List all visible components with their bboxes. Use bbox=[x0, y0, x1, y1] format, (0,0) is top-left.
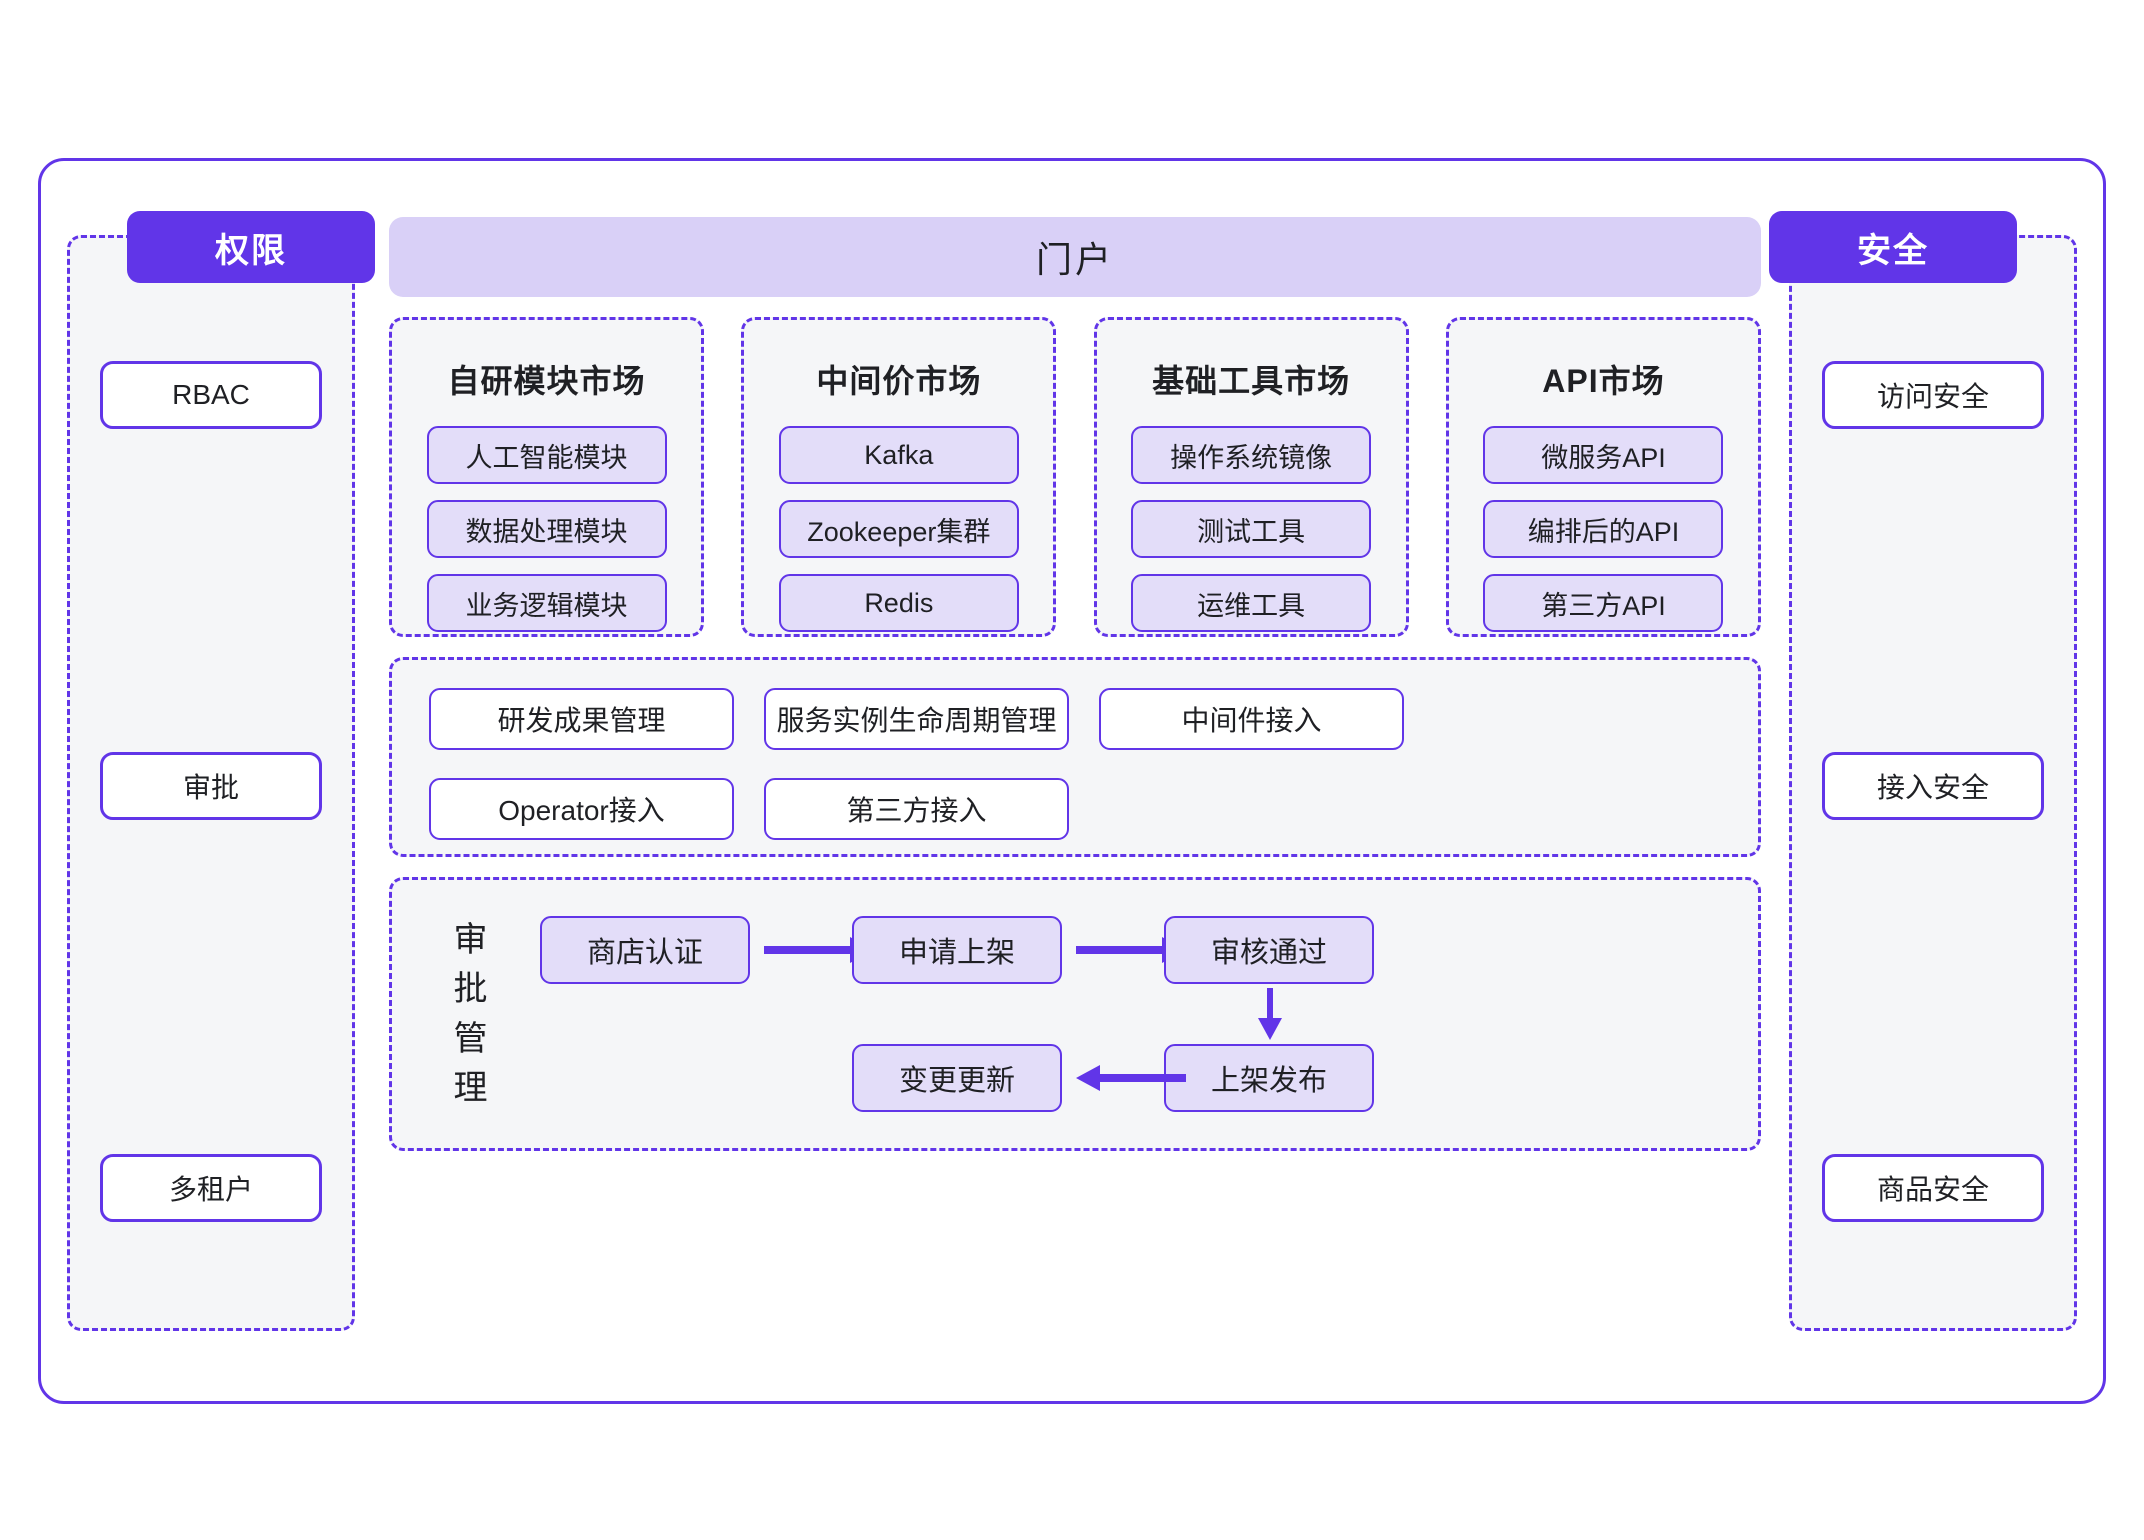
security-column-tab-label: 安全 bbox=[1857, 231, 1929, 270]
security-item-access[interactable]: 访问安全 bbox=[1822, 361, 2044, 429]
market-item[interactable]: 业务逻辑模块 bbox=[426, 574, 667, 632]
market-item[interactable]: 数据处理模块 bbox=[426, 500, 667, 558]
flow-node-change-update[interactable]: 变更更新 bbox=[852, 1044, 1062, 1112]
market-panel-self-developed: 自研模块市场 人工智能模块 数据处理模块 业务逻辑模块 bbox=[389, 317, 704, 637]
market-item-list: 操作系统镜像 测试工具 运维工具 bbox=[1097, 426, 1406, 632]
permission-item-multi-tenant-label: 多租户 bbox=[168, 1174, 253, 1205]
market-item[interactable]: 编排后的API bbox=[1483, 500, 1724, 558]
market-title: 中间价市场 bbox=[816, 363, 982, 399]
market-panel-api: API市场 微服务API 编排后的API 第三方API bbox=[1445, 317, 1761, 637]
flow-node-apply-listing[interactable]: 申请上架 bbox=[852, 916, 1062, 984]
market-item-list: 微服务API 编排后的API 第三方API bbox=[1449, 426, 1758, 632]
permission-item-rbac-label: RBAC bbox=[172, 379, 250, 410]
market-item[interactable]: Zookeeper集群 bbox=[778, 500, 1019, 558]
arrow-shaft bbox=[1076, 946, 1164, 954]
arrow-shaft bbox=[1267, 988, 1273, 1020]
capability-item-operator-onboarding[interactable]: Operator接入 bbox=[429, 778, 734, 840]
capability-item-rnd-asset-management[interactable]: 研发成果管理 bbox=[429, 688, 734, 750]
market-item[interactable]: 人工智能模块 bbox=[426, 426, 667, 484]
market-item[interactable]: 微服务API bbox=[1483, 426, 1724, 484]
permission-column-tab-label: 权限 bbox=[215, 231, 287, 270]
capability-item-middleware-onboarding[interactable]: 中间件接入 bbox=[1099, 688, 1404, 750]
portal-banner-title: 门户 bbox=[1035, 239, 1114, 280]
flow-node-publish-listing[interactable]: 上架发布 bbox=[1164, 1044, 1374, 1112]
approval-workflow-label: 审批管理 bbox=[453, 921, 489, 1107]
market-title: API市场 bbox=[1542, 363, 1665, 399]
security-item-product-label: 商品安全 bbox=[1876, 1174, 1989, 1205]
arrow-left-icon bbox=[1076, 1065, 1186, 1091]
approval-workflow-panel: 审批管理 商店认证 申请上架 审核通过 上架发布 变更更新 bbox=[389, 877, 1761, 1151]
arrow-shaft bbox=[1098, 1074, 1186, 1082]
capability-list: 研发成果管理 服务实例生命周期管理 中间件接入 Operator接入 第三方接入 bbox=[429, 688, 1729, 840]
market-title: 基础工具市场 bbox=[1152, 363, 1351, 399]
market-title: 自研模块市场 bbox=[447, 363, 646, 399]
market-item[interactable]: 第三方API bbox=[1483, 574, 1724, 632]
market-item[interactable]: 操作系统镜像 bbox=[1131, 426, 1372, 484]
architecture-diagram-frame: 权限 RBAC 审批 多租户 安全 访问安全 接入安全 商品安全 门户 自研模块… bbox=[38, 158, 2106, 1404]
market-item-list: Kafka Zookeeper集群 Redis bbox=[744, 426, 1053, 632]
security-item-product[interactable]: 商品安全 bbox=[1822, 1154, 2044, 1222]
arrow-down-icon bbox=[1258, 988, 1282, 1040]
flow-node-review-passed[interactable]: 审核通过 bbox=[1164, 916, 1374, 984]
flow-node-shop-certification[interactable]: 商店认证 bbox=[540, 916, 750, 984]
permission-item-rbac[interactable]: RBAC bbox=[100, 361, 322, 429]
security-item-access-label: 访问安全 bbox=[1876, 381, 1989, 412]
market-item[interactable]: 运维工具 bbox=[1131, 574, 1372, 632]
security-column-tab: 安全 bbox=[1769, 211, 2017, 283]
permission-item-multi-tenant[interactable]: 多租户 bbox=[100, 1154, 322, 1222]
capability-panel: 研发成果管理 服务实例生命周期管理 中间件接入 Operator接入 第三方接入 bbox=[389, 657, 1761, 857]
arrow-head bbox=[1258, 1018, 1282, 1040]
permission-column-tab: 权限 bbox=[127, 211, 375, 283]
market-panel-middleware: 中间价市场 Kafka Zookeeper集群 Redis bbox=[741, 317, 1057, 637]
market-item[interactable]: Redis bbox=[778, 574, 1019, 632]
market-item[interactable]: 测试工具 bbox=[1131, 500, 1372, 558]
permission-item-approval-label: 审批 bbox=[182, 772, 239, 803]
capability-item-third-party-onboarding[interactable]: 第三方接入 bbox=[764, 778, 1069, 840]
market-item-list: 人工智能模块 数据处理模块 业务逻辑模块 bbox=[392, 426, 701, 632]
portal-banner: 门户 bbox=[389, 217, 1761, 297]
markets-row: 自研模块市场 人工智能模块 数据处理模块 业务逻辑模块 中间价市场 Kafka … bbox=[389, 317, 1761, 637]
capability-item-service-instance-lifecycle[interactable]: 服务实例生命周期管理 bbox=[764, 688, 1069, 750]
arrow-head bbox=[1076, 1065, 1100, 1091]
security-item-connection[interactable]: 接入安全 bbox=[1822, 752, 2044, 820]
permission-item-approval[interactable]: 审批 bbox=[100, 752, 322, 820]
arrow-shaft bbox=[764, 946, 852, 954]
market-panel-base-tools: 基础工具市场 操作系统镜像 测试工具 运维工具 bbox=[1093, 317, 1409, 637]
market-item[interactable]: Kafka bbox=[778, 426, 1019, 484]
security-item-connection-label: 接入安全 bbox=[1876, 772, 1989, 803]
